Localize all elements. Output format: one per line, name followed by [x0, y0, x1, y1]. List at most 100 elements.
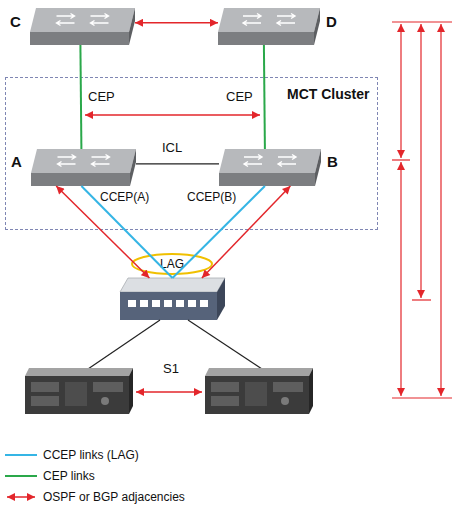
switch-arrow [278, 162, 296, 167]
legend-text: CCEP links (LAG) [43, 448, 139, 462]
legend-line [7, 496, 35, 498]
server-bay [93, 382, 123, 392]
switch-front [219, 173, 315, 186]
switch-port [152, 300, 160, 307]
switch-arrow [278, 155, 296, 160]
switch-node: S1 [120, 278, 225, 320]
switch-arrow [244, 155, 262, 160]
switch-arrows [243, 14, 295, 26]
span-arrow [440, 24, 441, 396]
server-front [25, 376, 129, 414]
cluster-box: MCT ClusterAB [5, 77, 378, 230]
switch-icon [120, 278, 225, 320]
switch-arrows [57, 14, 109, 26]
switch-icon [30, 8, 135, 45]
span-arrow [420, 24, 421, 298]
connector [264, 45, 265, 149]
span-arrow [400, 162, 401, 396]
connector [81, 186, 172, 278]
server-button [281, 397, 289, 405]
switch-arrow [92, 155, 110, 160]
switch-icon [31, 149, 136, 186]
node-label: S1 [163, 361, 179, 376]
connector [173, 186, 265, 278]
switch-top [30, 8, 135, 32]
switch-side [129, 8, 135, 45]
link-label: CCEP(B) [187, 190, 236, 205]
legend-swatch [5, 449, 37, 461]
node-label: C [10, 14, 21, 29]
switch-top [219, 149, 321, 173]
switch-side [314, 8, 320, 45]
server-button [101, 397, 109, 405]
switch-arrow [92, 162, 110, 167]
switch-top [218, 8, 320, 32]
connector [80, 45, 81, 149]
switch-arrow [244, 162, 262, 167]
server-bay [245, 382, 267, 406]
connector [135, 22, 218, 24]
legend: CCEP links (LAG) CEP linksOSPF or BGP adj… [5, 444, 185, 506]
switch-port [176, 300, 184, 307]
server-link [88, 320, 160, 369]
switch-arrow [277, 21, 295, 26]
switch-front [120, 292, 217, 320]
switch-side [130, 149, 136, 186]
server-icon [25, 368, 133, 414]
bracket-tick [412, 299, 431, 300]
legend-text: OSPF or BGP adjacencies [43, 490, 185, 504]
switch-icon [219, 149, 321, 186]
switch-node: C [30, 8, 135, 45]
bracket-tick [392, 397, 452, 398]
link-label: CEP [226, 89, 253, 104]
switch-front [218, 32, 314, 45]
server-front [205, 376, 309, 414]
link-label: ICL [162, 140, 182, 155]
switch-arrow [91, 21, 109, 26]
server-top [205, 368, 313, 376]
server-bay [211, 396, 239, 406]
switch-node: D [218, 8, 320, 45]
server-side [309, 368, 313, 414]
cluster-title: MCT Cluster [287, 87, 369, 102]
switch-arrow [277, 14, 295, 19]
server-bay [211, 382, 239, 392]
server-side [129, 368, 133, 414]
bracket-tick [392, 159, 410, 160]
switch-arrow [58, 155, 76, 160]
switch-port [140, 300, 148, 307]
switch-top [31, 149, 136, 173]
server-bay [273, 382, 303, 392]
switch-port [128, 300, 136, 307]
server-bay [31, 396, 59, 406]
server-bay [31, 382, 59, 392]
switch-port [164, 300, 172, 307]
legend-row: CEP links [5, 465, 185, 486]
server-bay [65, 382, 87, 406]
switch-port [200, 300, 208, 307]
node-label: B [327, 154, 338, 169]
switch-arrow [91, 14, 109, 19]
legend-row: CCEP links (LAG) [5, 444, 185, 465]
switch-arrow [243, 14, 261, 19]
node-label: D [326, 14, 337, 29]
span-brackets [392, 22, 452, 398]
server-link [188, 320, 262, 369]
adjacency-arrow [85, 114, 260, 116]
switch-front [31, 173, 130, 186]
switch-top [120, 278, 225, 292]
switch-arrow [243, 21, 261, 26]
lag-ellipse [132, 254, 212, 274]
legend-swatch [5, 491, 37, 503]
switch-side [217, 278, 225, 320]
switch-arrow [57, 21, 75, 26]
bracket-tick [392, 21, 452, 22]
switch-arrows [58, 155, 110, 167]
node-label: LAG [132, 254, 212, 274]
switch-arrow [57, 14, 75, 19]
link-label: CEP [88, 89, 115, 104]
legend-text: CEP links [43, 469, 95, 483]
server-top [25, 368, 133, 376]
